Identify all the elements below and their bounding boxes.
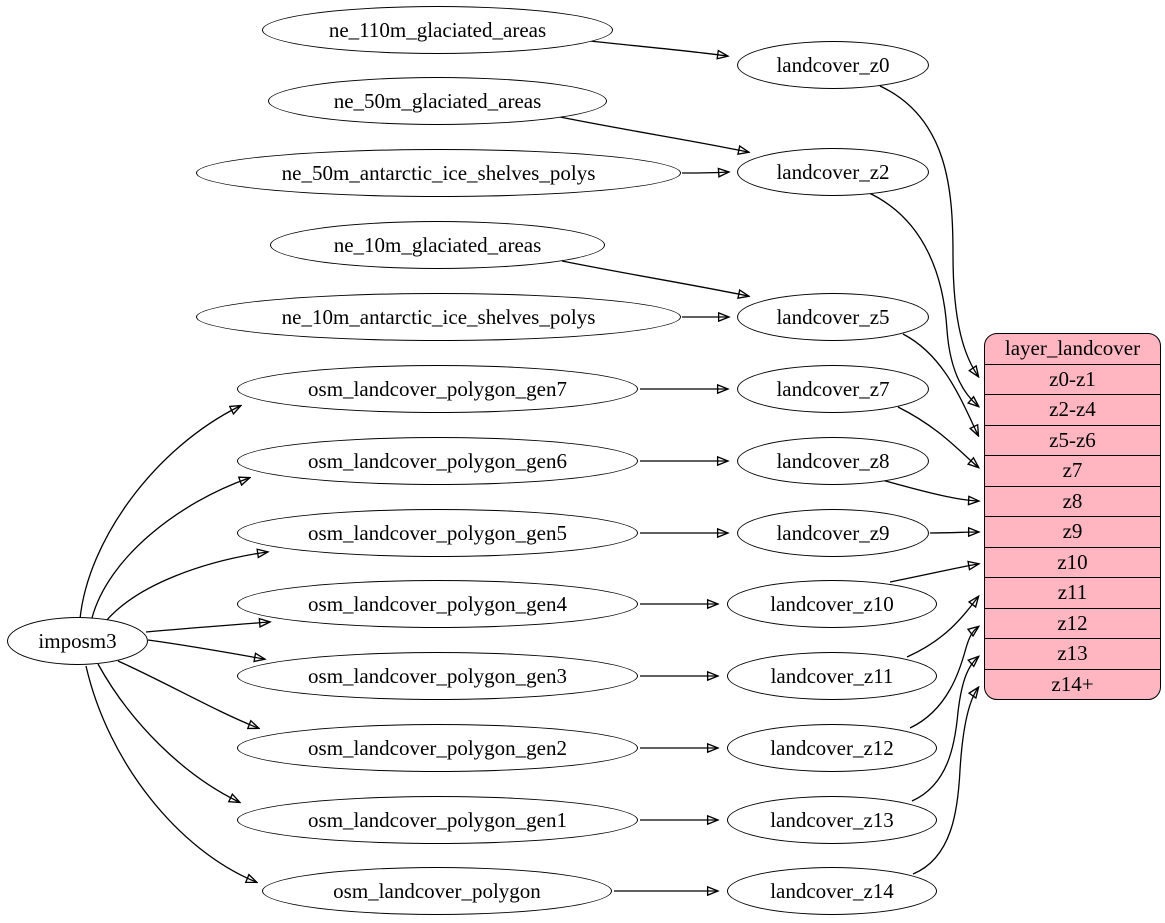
edge-imposm3-osm_landcover_polygon <box>85 665 256 882</box>
record-row-z9: z9 <box>985 516 1160 547</box>
record-row-z7: z7 <box>985 455 1160 486</box>
node-osm_landcover_polygon_gen1: osm_landcover_polygon_gen1 <box>237 796 638 844</box>
edge-landcover_z11-row-z11 <box>906 597 978 658</box>
node-ne_50m_glaciated_areas: ne_50m_glaciated_areas <box>268 77 607 125</box>
node-imposm3: imposm3 <box>7 617 148 665</box>
node-osm_landcover_polygon_gen2: osm_landcover_polygon_gen2 <box>237 724 638 772</box>
node-label: osm_landcover_polygon_gen2 <box>308 735 567 760</box>
edge-landcover_z14-row-z14plus <box>912 688 978 875</box>
edge-landcover_z0-row-z0-z1 <box>879 85 978 376</box>
node-landcover_z12: landcover_z12 <box>727 724 937 772</box>
node-label: ne_110m_glaciated_areas <box>328 17 547 42</box>
node-label: landcover_z14 <box>770 878 894 903</box>
edge-landcover_z12-row-z12 <box>909 627 978 729</box>
edge-imposm3-osm_landcover_polygon_gen5 <box>105 552 267 622</box>
node-ne_110m_glaciated_areas: ne_110m_glaciated_areas <box>262 6 613 54</box>
node-landcover_z8: landcover_z8 <box>737 437 929 485</box>
edge-ne_110m_glaciated_areas-landcover_z0 <box>589 40 727 56</box>
edge-landcover_z9-row-z9 <box>929 532 978 533</box>
node-label: osm_landcover_polygon_gen7 <box>308 376 567 401</box>
edge-imposm3-osm_landcover_polygon_gen2 <box>117 660 258 728</box>
node-landcover_z13: landcover_z13 <box>727 796 937 844</box>
node-layer_landcover: layer_landcover z0-z1 z2-z4 z5-z6 z7 z8 … <box>984 333 1161 700</box>
node-label: landcover_z7 <box>776 376 890 401</box>
node-label: ne_10m_antarctic_ice_shelves_polys <box>281 304 596 329</box>
edge-imposm3-osm_landcover_polygon_gen7 <box>79 406 240 620</box>
record-row-z2-z4: z2-z4 <box>985 394 1160 425</box>
edge-ne_50m_glaciated_areas-landcover_z2 <box>559 116 748 152</box>
node-label: osm_landcover_polygon_gen6 <box>308 448 567 473</box>
node-landcover_z11: landcover_z11 <box>727 652 937 700</box>
record-row-z12: z12 <box>985 607 1160 639</box>
node-osm_landcover_polygon_gen5: osm_landcover_polygon_gen5 <box>237 509 638 557</box>
edge-ne_10m_glaciated_areas-landcover_z5 <box>561 260 748 296</box>
node-osm_landcover_polygon_gen6: osm_landcover_polygon_gen6 <box>237 437 638 485</box>
node-osm_landcover_polygon_gen7: osm_landcover_polygon_gen7 <box>237 365 638 413</box>
record-row-z10: z10 <box>985 546 1160 578</box>
edge-landcover_z10-row-z10 <box>889 564 978 583</box>
record-row-z14plus: z14+ <box>985 668 1160 700</box>
node-label: osm_landcover_polygon_gen4 <box>308 591 567 616</box>
node-label: landcover_z5 <box>776 304 890 329</box>
edge-landcover_z13-row-z13 <box>911 657 978 802</box>
node-label: ne_10m_glaciated_areas <box>333 232 542 257</box>
node-label: landcover_z11 <box>770 663 894 688</box>
node-ne_10m_glaciated_areas: ne_10m_glaciated_areas <box>270 221 605 269</box>
node-label: osm_landcover_polygon <box>333 878 541 903</box>
node-landcover_z10: landcover_z10 <box>727 580 937 628</box>
record-title: layer_landcover <box>1004 336 1141 361</box>
node-landcover_z9: landcover_z9 <box>737 509 929 557</box>
node-label: landcover_z0 <box>776 52 890 77</box>
record-row-z11: z11 <box>985 577 1160 608</box>
edge-imposm3-osm_landcover_polygon_gen4 <box>145 622 269 633</box>
edge-landcover_z5-row-z5-z6 <box>902 333 978 435</box>
node-label: landcover_z12 <box>770 735 894 760</box>
node-label: osm_landcover_polygon_gen5 <box>308 520 567 545</box>
record-row-z8: z8 <box>985 485 1160 517</box>
node-label: landcover_z8 <box>776 448 890 473</box>
node-landcover_z2: landcover_z2 <box>737 148 929 196</box>
record-row-z0-z1: z0-z1 <box>985 363 1160 395</box>
node-osm_landcover_polygon_gen3: osm_landcover_polygon_gen3 <box>237 652 638 700</box>
edge-imposm3-osm_landcover_polygon_gen3 <box>147 639 264 659</box>
node-osm_landcover_polygon_gen4: osm_landcover_polygon_gen4 <box>237 580 638 628</box>
node-landcover_z5: landcover_z5 <box>737 293 929 341</box>
node-label: imposm3 <box>38 628 117 653</box>
node-label: ne_50m_glaciated_areas <box>333 88 542 113</box>
node-ne_10m_antarctic_ice_shelves_polys: ne_10m_antarctic_ice_shelves_polys <box>196 293 681 341</box>
node-landcover_z14: landcover_z14 <box>727 867 937 915</box>
edge-landcover_z7-row-z7 <box>897 406 978 467</box>
node-label: landcover_z10 <box>770 591 894 616</box>
node-osm_landcover_polygon: osm_landcover_polygon <box>262 867 612 915</box>
record-row-z5-z6: z5-z6 <box>985 424 1160 456</box>
edge-landcover_z2-row-z2-z4 <box>866 191 978 406</box>
node-label: osm_landcover_polygon_gen3 <box>308 663 567 688</box>
node-ne_50m_antarctic_ice_shelves_polys: ne_50m_antarctic_ice_shelves_polys <box>196 149 681 197</box>
node-landcover_z0: landcover_z0 <box>737 41 929 89</box>
record-row-z13: z13 <box>985 638 1160 669</box>
node-label: landcover_z2 <box>776 159 890 184</box>
node-label: landcover_z9 <box>776 520 890 545</box>
node-landcover_z7: landcover_z7 <box>737 365 929 413</box>
edge-imposm3-osm_landcover_polygon_gen6 <box>91 478 249 619</box>
edge-landcover_z8-row-z8 <box>881 479 978 501</box>
edge-imposm3-osm_landcover_polygon_gen1 <box>97 663 239 802</box>
node-label: ne_50m_antarctic_ice_shelves_polys <box>281 160 596 185</box>
node-label: landcover_z13 <box>770 807 894 832</box>
node-label: osm_landcover_polygon_gen1 <box>308 807 567 832</box>
edge-ne_50m_antarctic_ice_shelves_polys-landcover_z2 <box>681 172 728 173</box>
